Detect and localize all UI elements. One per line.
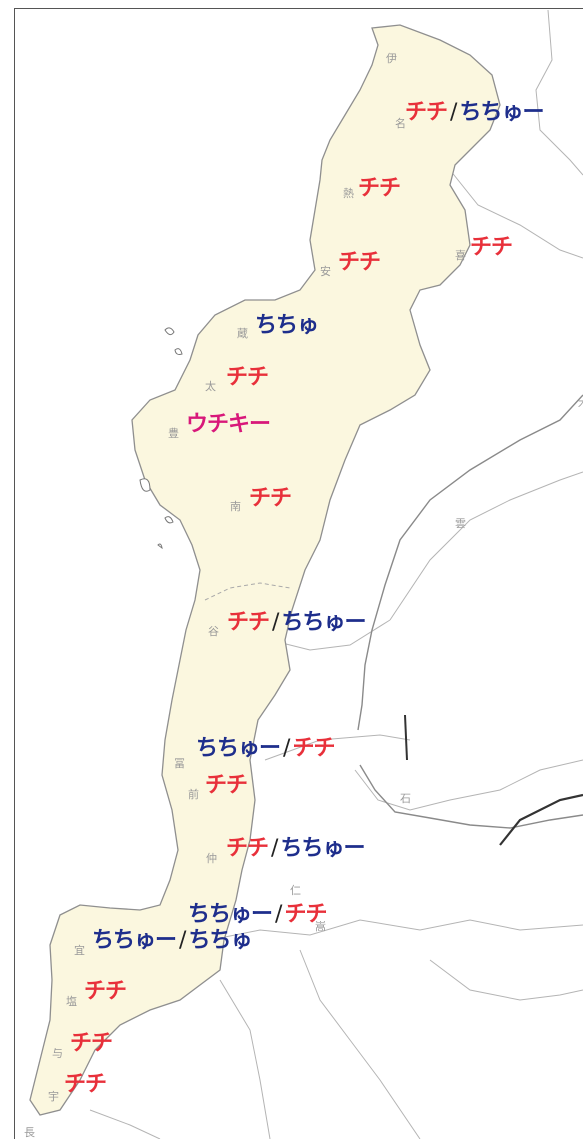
town-initial: 木 xyxy=(578,395,583,411)
town-initial: 嵩 xyxy=(315,920,326,933)
label-separator: / xyxy=(272,610,279,635)
label-separator: / xyxy=(179,928,186,953)
coastline-strong xyxy=(404,714,408,761)
town-initial: 喜 xyxy=(455,249,466,262)
dialect-word: ちちゅー xyxy=(188,902,273,927)
dialect-word: ちちゅ xyxy=(188,928,252,953)
town-initial: 豊 xyxy=(168,427,179,440)
dialect-word: チチ xyxy=(227,610,270,635)
dialect-word: ちちゅー xyxy=(459,100,544,125)
dialect-word: ちちゅー xyxy=(281,610,366,635)
town-initial: 長 xyxy=(24,1126,35,1139)
dialect-label: ちちゅー/ちちゅ xyxy=(92,928,252,953)
dialect-label: ちちゅー/チチ xyxy=(196,736,335,761)
town-initial: 前 xyxy=(188,788,199,801)
town-initial: 仲 xyxy=(206,852,217,865)
label-separator: / xyxy=(283,736,290,761)
label-separator: / xyxy=(271,836,278,861)
town-initial: 南 xyxy=(230,500,241,513)
neighbor-borders xyxy=(89,9,583,1139)
coastline-strong xyxy=(499,793,583,846)
dialect-label: チチ xyxy=(358,176,401,201)
dialect-word: チチ xyxy=(249,486,292,511)
dialect-word: ちちゅー xyxy=(280,836,365,861)
dialect-word: チチ xyxy=(84,979,127,1004)
town-initial: 宇 xyxy=(48,1090,59,1103)
dialect-label: ウチキー xyxy=(186,412,271,437)
town-initial: 与 xyxy=(52,1047,63,1060)
town-initial: 谷 xyxy=(208,625,219,638)
town-initial: 仁 xyxy=(290,884,301,897)
dialect-label: チチ xyxy=(338,250,381,275)
dialect-word: チチ xyxy=(226,836,269,861)
dialect-label: チチ/ちちゅー xyxy=(226,836,365,861)
label-separator: / xyxy=(275,902,282,927)
dialect-label: チチ/ちちゅー xyxy=(405,100,544,125)
dialect-label: チチ xyxy=(249,486,292,511)
dialect-label: ちちゅー/チチ xyxy=(188,902,327,927)
dialect-word: チチ xyxy=(292,736,335,761)
dialect-word: チチ xyxy=(64,1072,107,1097)
dialect-label: チチ xyxy=(84,979,127,1004)
dialect-label: ちちゅ xyxy=(255,313,319,338)
town-initial: 石 xyxy=(400,792,411,805)
town-initial: 名 xyxy=(395,117,406,130)
town-initial: 安 xyxy=(320,265,331,278)
town-initial: 雲 xyxy=(455,517,466,530)
town-initial: 蔵 xyxy=(237,327,248,340)
dialect-label: チチ xyxy=(226,365,269,390)
dialect-word: チチ xyxy=(226,365,269,390)
dialect-word: ちちゅー xyxy=(196,736,281,761)
dialect-label: チチ xyxy=(205,773,248,798)
dialect-word: ちちゅ xyxy=(255,313,319,338)
district-boundary xyxy=(204,582,291,601)
islands xyxy=(139,327,183,550)
dialect-word: チチ xyxy=(205,773,248,798)
dialect-word: チチ xyxy=(70,1031,113,1056)
dialect-word: ちちゅー xyxy=(92,928,177,953)
town-initial: 冨 xyxy=(174,757,185,770)
town-initial: 宜 xyxy=(74,944,85,957)
dialect-word: チチ xyxy=(284,902,327,927)
dialect-label: チチ xyxy=(64,1072,107,1097)
town-initial: 伊 xyxy=(386,52,397,65)
dialect-word: チチ xyxy=(470,235,513,260)
town-initial: 太 xyxy=(205,380,216,393)
town-initial: 熱 xyxy=(343,187,354,200)
dialect-label: チチ xyxy=(470,235,513,260)
town-initial: 塩 xyxy=(66,995,77,1008)
dialect-word: チチ xyxy=(358,176,401,201)
dialect-word: チチ xyxy=(338,250,381,275)
dialect-label: チチ/ちちゅー xyxy=(227,610,366,635)
dialect-word: チチ xyxy=(405,100,448,125)
label-separator: / xyxy=(450,100,457,125)
dialect-word: ウチキー xyxy=(186,412,271,437)
dialect-label: チチ xyxy=(70,1031,113,1056)
study-area-land xyxy=(29,24,501,1116)
